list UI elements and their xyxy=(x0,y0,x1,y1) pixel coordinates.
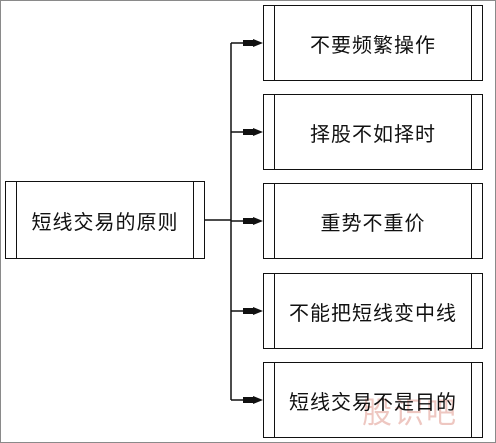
root-node: 短线交易的原则 xyxy=(5,181,205,259)
child-node-5: 短线交易不是目的 xyxy=(263,362,483,438)
child-node-4-label: 不能把短线变中线 xyxy=(289,300,457,325)
child-2-left-bar xyxy=(274,95,275,169)
branch-arrow-5 xyxy=(231,396,263,404)
root-right-bar xyxy=(193,182,194,258)
child-node-4: 不能把短线变中线 xyxy=(263,273,483,349)
child-node-3: 重势不重价 xyxy=(263,183,483,259)
branch-arrow-4 xyxy=(231,307,263,315)
child-5-left-bar xyxy=(274,363,275,437)
child-3-left-bar xyxy=(274,184,275,258)
child-node-2-label: 择股不如择时 xyxy=(310,121,436,146)
watermark-text: 股识吧 xyxy=(362,396,458,431)
child-node-1-label: 不要频繁操作 xyxy=(310,32,436,57)
child-node-3-label: 重势不重价 xyxy=(320,210,426,235)
child-node-5-label: 短线交易不是目的 xyxy=(289,389,457,414)
child-node-2: 择股不如择时 xyxy=(263,94,483,170)
child-4-left-bar xyxy=(274,274,275,348)
root-node-label: 短线交易的原则 xyxy=(31,209,179,234)
child-4-right-bar xyxy=(471,274,472,348)
child-3-right-bar xyxy=(471,184,472,258)
child-2-right-bar xyxy=(471,95,472,169)
child-5-right-bar xyxy=(471,363,472,437)
branch-arrow-2 xyxy=(231,128,263,136)
child-1-right-bar xyxy=(471,6,472,80)
branch-arrow-3 xyxy=(231,217,263,225)
child-node-1: 不要频繁操作 xyxy=(263,5,483,81)
child-1-left-bar xyxy=(274,6,275,80)
branch-arrow-1 xyxy=(231,39,263,47)
root-left-bar xyxy=(16,182,17,258)
